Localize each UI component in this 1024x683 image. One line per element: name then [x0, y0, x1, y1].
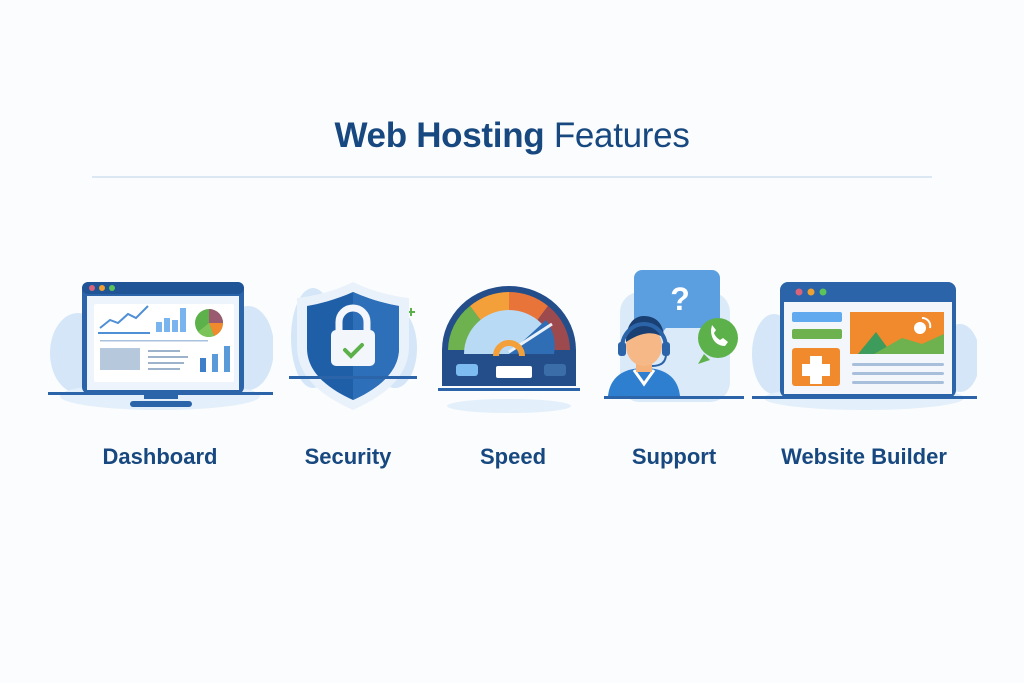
feature-dashboard — [48, 268, 273, 418]
shield-lock-icon — [289, 282, 417, 410]
divider — [92, 176, 932, 178]
feature-label-support: Support — [631, 444, 717, 469]
feature-label-security: Security — [304, 444, 392, 469]
svg-text:?: ? — [670, 281, 690, 317]
website-builder-icon — [752, 282, 977, 410]
feature-label-speed: Speed — [479, 444, 547, 469]
title-light: Features — [553, 116, 690, 155]
title-bold: Web Hosting — [334, 116, 545, 155]
feature-website-builder — [752, 268, 977, 418]
support-agent-icon: ? — [604, 270, 744, 402]
speedometer-icon — [438, 286, 580, 413]
page-title: Web Hosting Features — [0, 116, 1024, 156]
feature-security — [283, 268, 423, 418]
dashboard-monitor-icon — [48, 282, 273, 410]
feature-label-dashboard: Dashboard — [102, 444, 218, 469]
feature-support: ? — [600, 262, 750, 418]
feature-label-website-builder: Website Builder — [781, 444, 947, 469]
feature-speed — [434, 268, 584, 418]
